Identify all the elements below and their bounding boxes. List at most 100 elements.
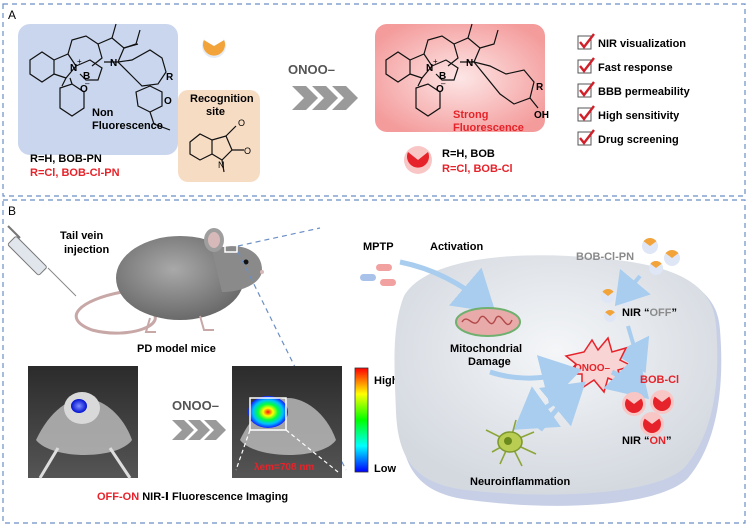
atom-b: B xyxy=(83,71,90,82)
panel-b-label: B xyxy=(8,204,16,218)
atom-n-plus: N xyxy=(70,63,77,74)
recognition-site-label-line2: site xyxy=(206,106,225,118)
feature-item: High sensitivity xyxy=(577,105,680,122)
scale-high-label: High xyxy=(374,375,399,387)
activation-label: Activation xyxy=(430,241,483,253)
panel-a-border xyxy=(2,3,746,197)
isatin-o1: O xyxy=(238,118,245,128)
checked-box-icon xyxy=(577,131,592,146)
isatin-n: N xyxy=(218,160,225,170)
feature-item: BBB permeability xyxy=(577,81,691,98)
scale-low-label: Low xyxy=(374,463,396,475)
pacman-icon xyxy=(650,390,674,414)
product-structure xyxy=(385,23,539,117)
mito-label-line2: Damage xyxy=(468,356,511,368)
check-mark-icon xyxy=(579,33,595,49)
nir-on-suffix: ” xyxy=(666,435,672,447)
product-atom-n-plus: N xyxy=(426,63,433,74)
onoo-to-neuro-arrow xyxy=(513,386,574,430)
mito-to-onoo-arrow xyxy=(489,355,582,404)
atom-minus: – xyxy=(85,79,90,88)
checked-box-icon xyxy=(577,107,592,122)
nir-on-label: NIR “ON” xyxy=(622,435,672,447)
feature-item: NIR visualization xyxy=(577,33,686,50)
imaging-caption-black: NIR-Ⅰ Fluorescence Imaging xyxy=(139,491,288,503)
onoo-to-product-arrow xyxy=(603,353,650,400)
image-after xyxy=(232,366,342,478)
imaging-caption: OFF-ON NIR-Ⅰ Fluorescence Imaging xyxy=(97,491,288,503)
panel-b: B Tail vein injection PD model mice xyxy=(2,199,746,524)
bob-cl-label: BOB-Cl xyxy=(640,374,679,386)
product-atom-b: B xyxy=(439,71,446,82)
probe-entry-arrow xyxy=(614,268,651,307)
strong-fluorescence-label-line1: Strong xyxy=(453,109,488,121)
panel-a-label: A xyxy=(8,8,16,22)
non-fluorescence-label-line1: Non xyxy=(92,107,114,119)
check-mark-icon xyxy=(579,81,595,97)
feature-item: Drug screening xyxy=(577,129,679,146)
tail-vein-label-line2: injection xyxy=(64,244,110,256)
probe-molecule-icon xyxy=(664,249,680,266)
product-r-cl-label: R=Cl, BOB-Cl xyxy=(442,163,513,175)
check-mark-icon xyxy=(579,129,595,145)
activation-arrow xyxy=(399,259,496,313)
probe-molecule-icon xyxy=(649,261,663,275)
product-atom-plus: + xyxy=(433,57,438,66)
triple-chevron-icon xyxy=(292,86,358,110)
product-atom-o: O xyxy=(436,84,444,95)
product-atom-r: R xyxy=(536,82,544,93)
pacman-icon xyxy=(640,412,664,436)
nir-off-word: OFF xyxy=(650,307,672,319)
mitochondria-icon xyxy=(455,307,521,337)
mito-label-line1: Mitochondrial xyxy=(450,343,522,355)
neuroinflammation-label: Neuroinflammation xyxy=(470,476,571,488)
emission-wavelength-label: λem=708 nm xyxy=(254,462,314,473)
tail-vein-label-line1: Tail vein xyxy=(60,230,103,242)
probe-molecule-icon xyxy=(601,289,615,303)
product-pacman-icon xyxy=(404,146,432,174)
probe-r-h-label: R=H, BOB-PN xyxy=(30,153,102,165)
triple-chevron-icon-b xyxy=(172,420,226,440)
check-mark-icon xyxy=(579,57,595,73)
pd-model-mice-label: PD model mice xyxy=(137,343,216,355)
atom-o-ether: O xyxy=(164,96,172,107)
product-atom-oh: OH xyxy=(534,110,549,121)
imaging-caption-red: OFF-ON xyxy=(97,491,139,503)
atom-o: O xyxy=(80,84,88,95)
check-mark-icon xyxy=(579,105,595,121)
isatin-o2: O xyxy=(244,146,251,156)
recognition-site-label-line1: Recognition xyxy=(190,93,254,105)
non-fluorescence-label-line2: Fluorescence xyxy=(92,120,163,132)
strong-fluorescence-label-line2: Fluorescence xyxy=(453,122,524,134)
nir-off-label: NIR “OFF” xyxy=(622,307,677,319)
syringe-icon xyxy=(7,225,77,297)
product-atom-minus: – xyxy=(441,79,446,88)
probe-label: BOB-Cl-PN xyxy=(576,251,634,263)
checked-box-icon xyxy=(577,83,592,98)
nir-off-prefix: NIR “ xyxy=(622,307,650,319)
mouse-illustration xyxy=(74,228,264,335)
microglia-icon xyxy=(485,419,537,467)
panel-b-border xyxy=(2,199,746,524)
nir-off-suffix: ” xyxy=(672,307,678,319)
atom-r: R xyxy=(166,72,174,83)
probe-pacman-icon xyxy=(202,33,226,58)
feature-label: Drug screening xyxy=(598,134,679,146)
mptp-capsule-icon xyxy=(360,264,396,286)
intensity-color-scale xyxy=(354,367,369,473)
panel-a: A N + B – N O R O Non Fluoresce xyxy=(2,3,746,197)
product-cluster xyxy=(622,390,674,436)
reagent-onoo-a: ONOO– xyxy=(288,62,335,77)
atom-n: N xyxy=(110,58,117,69)
probe-molecule-icon xyxy=(642,237,658,254)
recognition-site-structure xyxy=(189,125,244,173)
zoom-line-top xyxy=(237,227,321,247)
feature-label: BBB permeability xyxy=(598,86,691,98)
image-before xyxy=(28,366,138,479)
mptp-label: MPTP xyxy=(363,241,394,253)
checked-box-icon xyxy=(577,35,592,50)
probe-structure xyxy=(29,23,171,131)
strong-fluorescence-box xyxy=(375,24,545,132)
